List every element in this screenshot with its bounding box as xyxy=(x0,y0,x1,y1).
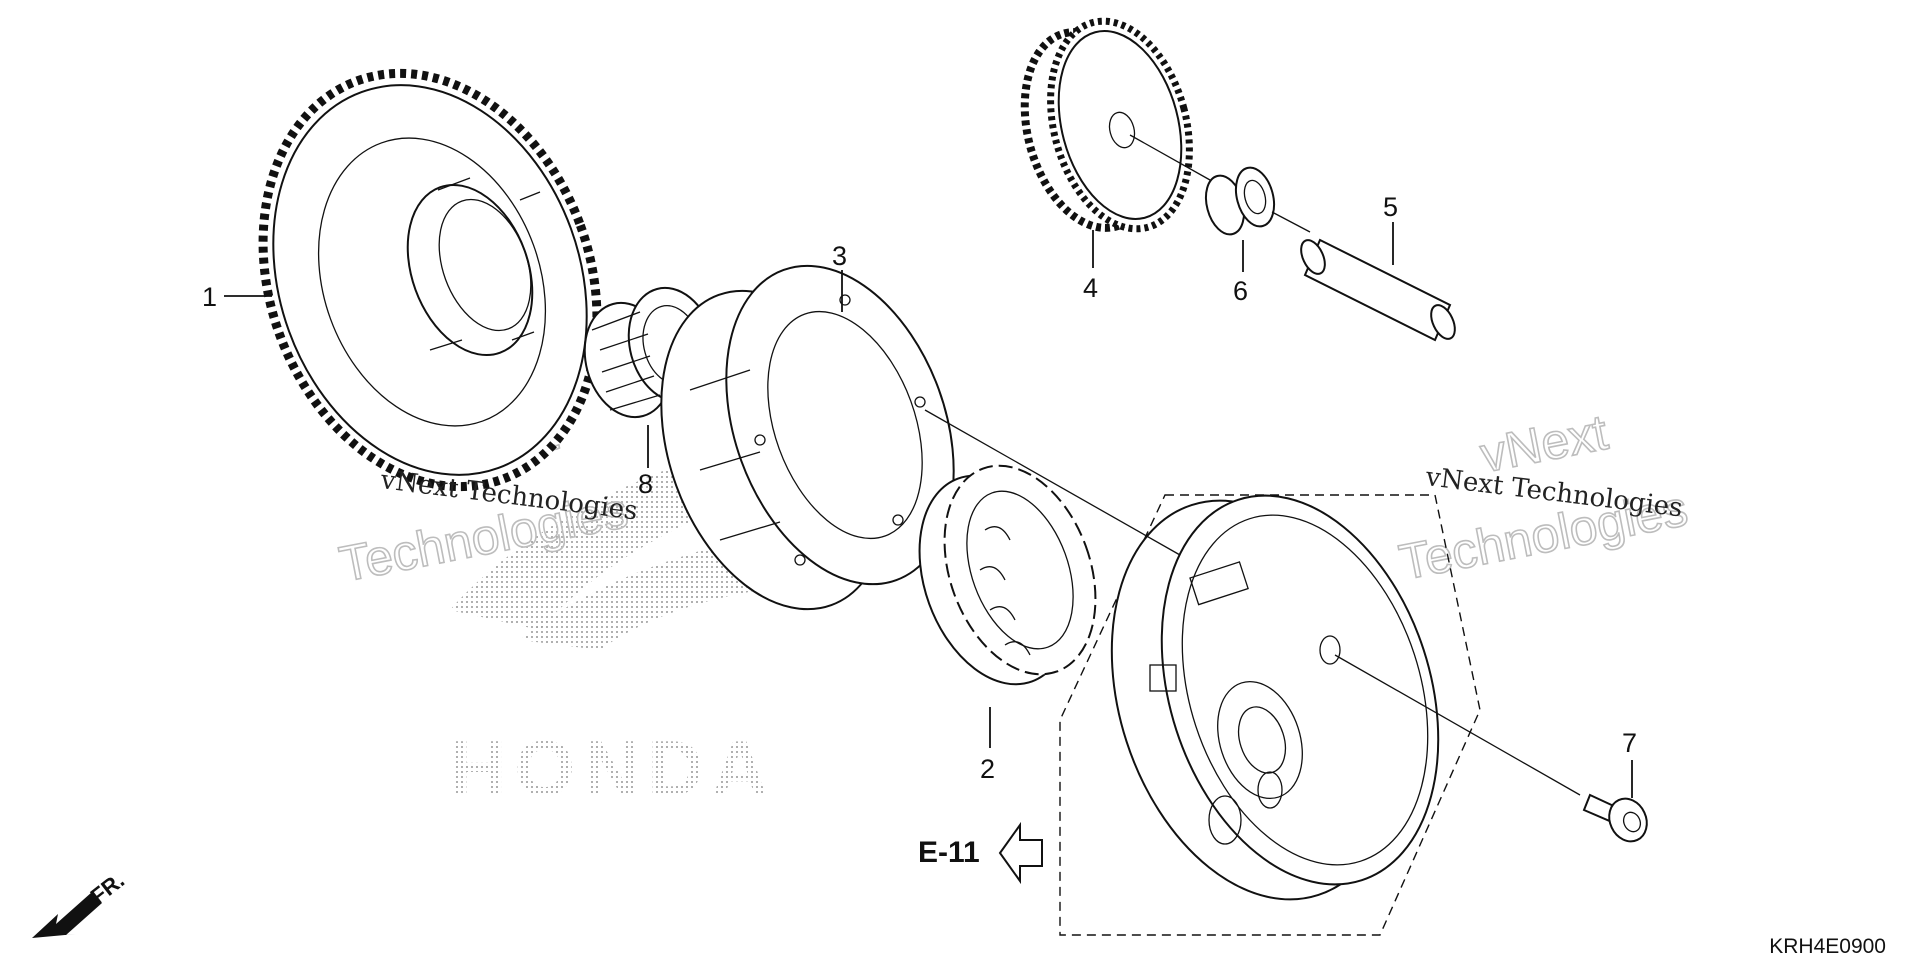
flywheel-assembly xyxy=(1059,494,1481,936)
diagram-code: KRH4E0900 xyxy=(1769,935,1886,958)
callout-6: 6 xyxy=(1233,276,1248,306)
front-direction-indicator: FR. xyxy=(32,867,129,938)
callout-7: 7 xyxy=(1622,728,1637,758)
part-2-one-way-clutch xyxy=(918,464,1097,686)
part-4-reduction-gear xyxy=(1020,17,1193,233)
part-7-flange-bolt xyxy=(1582,793,1648,843)
callout-3: 3 xyxy=(832,241,847,271)
callout-5: 5 xyxy=(1383,192,1398,222)
callout-2: 2 xyxy=(980,754,995,784)
assembly-axis-lines xyxy=(924,134,1581,796)
part-5-gear-shaft xyxy=(1300,238,1456,342)
honda-wordmark: HONDA xyxy=(450,724,776,812)
reference-arrow-icon xyxy=(998,821,1043,885)
part-1-starter-driven-gear xyxy=(258,68,602,492)
callouts: 1 2 3 4 5 6 7 8 xyxy=(202,192,1637,798)
callout-8: 8 xyxy=(638,469,653,499)
part-6-collar xyxy=(1204,166,1276,240)
reference-e11[interactable]: E-11 xyxy=(918,821,1043,885)
part-3-starter-clutch-outer xyxy=(660,264,955,611)
reference-label[interactable]: E-11 xyxy=(918,836,980,869)
front-arrow-icon xyxy=(32,892,102,938)
callout-1: 1 xyxy=(202,282,217,312)
callout-4: 4 xyxy=(1083,273,1098,303)
